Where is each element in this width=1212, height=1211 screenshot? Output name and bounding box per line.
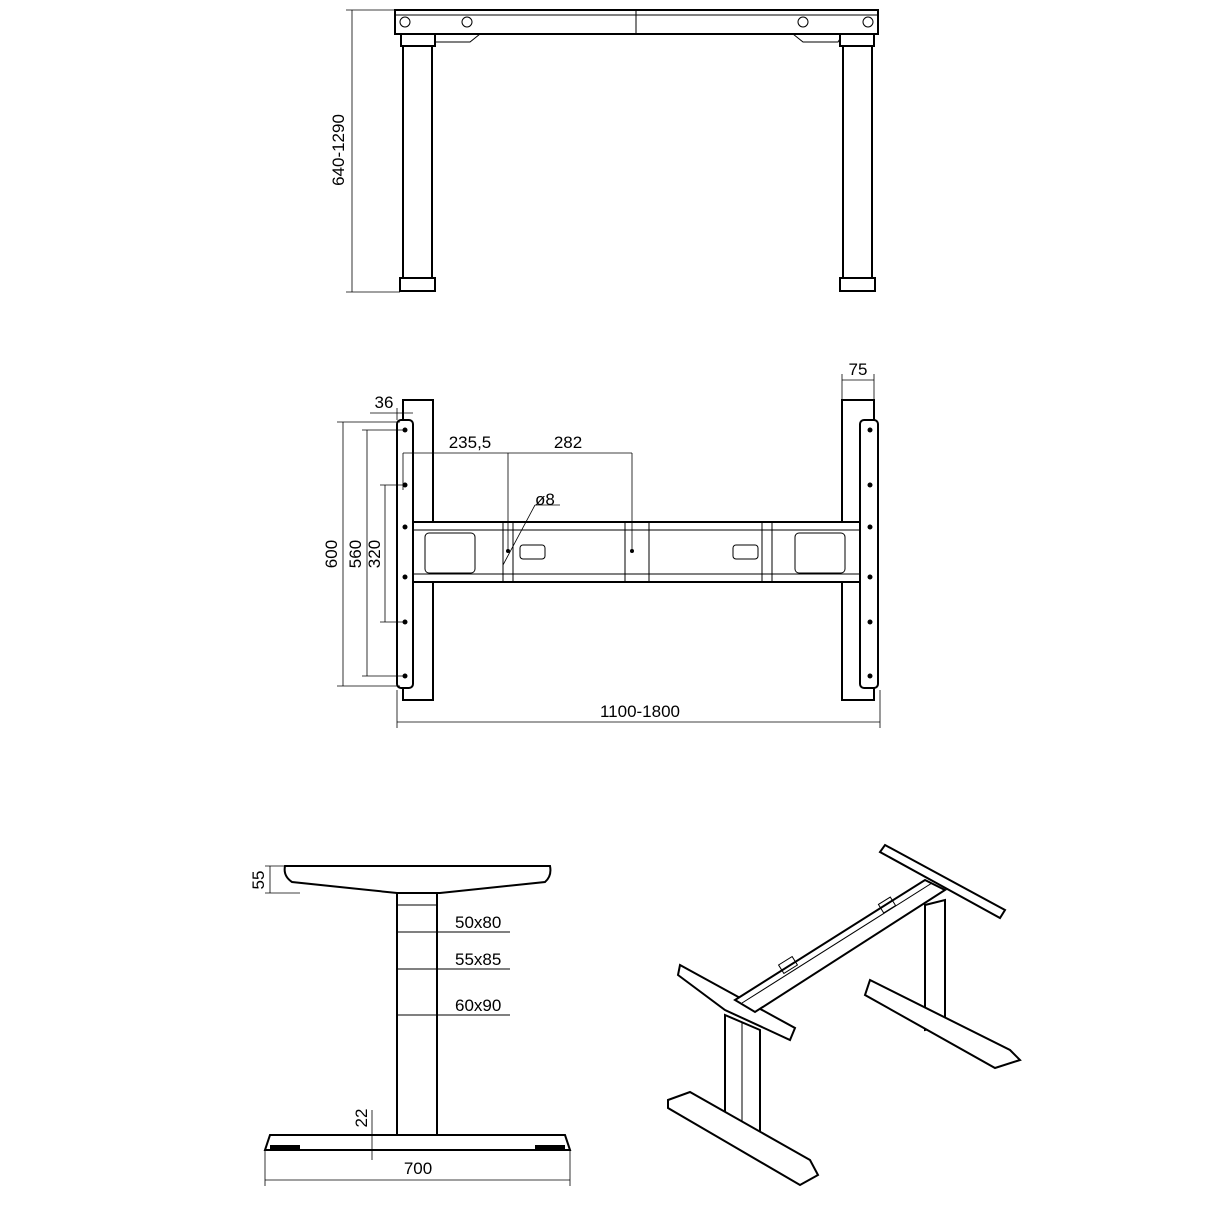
crossbar (412, 521, 861, 583)
column (396, 892, 438, 1136)
top-view: 75 36 235,5 282 ø8 600 560 320 1100-1800 (322, 360, 881, 728)
left-foot (399, 277, 436, 292)
left-plate (396, 419, 414, 689)
hole-span-outer-label: 560 (346, 540, 365, 568)
front-left-bracket (676, 963, 797, 1042)
leg-width-label: 75 (849, 360, 868, 379)
front-foot (667, 1090, 820, 1187)
top-bracket (283, 865, 552, 894)
hole-span-inner-label: 320 (365, 540, 384, 568)
foot-length-label: 700 (404, 1159, 432, 1178)
right-leg (842, 45, 873, 279)
right-leg-collar (839, 33, 875, 47)
side-view: 50x80 55x85 60x90 55 22 700 (249, 865, 572, 1186)
section-3-label: 60x90 (455, 996, 501, 1015)
width-range-label: 1100-1800 (600, 702, 680, 721)
top-height-label: 55 (249, 871, 268, 890)
left-leg (402, 45, 433, 279)
foot-height-label: 22 (352, 1109, 371, 1128)
section-2-label: 55x85 (455, 950, 501, 969)
hole-offset-2-label: 282 (554, 433, 582, 452)
left-leg-collar (400, 33, 436, 47)
right-plate (859, 419, 879, 689)
hole-offset-1-label: 235,5 (449, 433, 492, 452)
front-view: 640-1290 (329, 9, 879, 293)
plate-length-label: 600 (322, 540, 341, 568)
section-1-label: 50x80 (455, 913, 501, 932)
foot (263, 1134, 572, 1151)
crossbar-iso (733, 878, 948, 1014)
hole-diameter-label: ø8 (535, 490, 555, 509)
perspective-view (667, 843, 1022, 1187)
rear-foot (863, 978, 1022, 1070)
rear-right-bracket (878, 843, 1007, 920)
plate-width-label: 36 (375, 393, 394, 412)
height-range-label: 640-1290 (329, 114, 348, 186)
right-foot (839, 277, 876, 292)
